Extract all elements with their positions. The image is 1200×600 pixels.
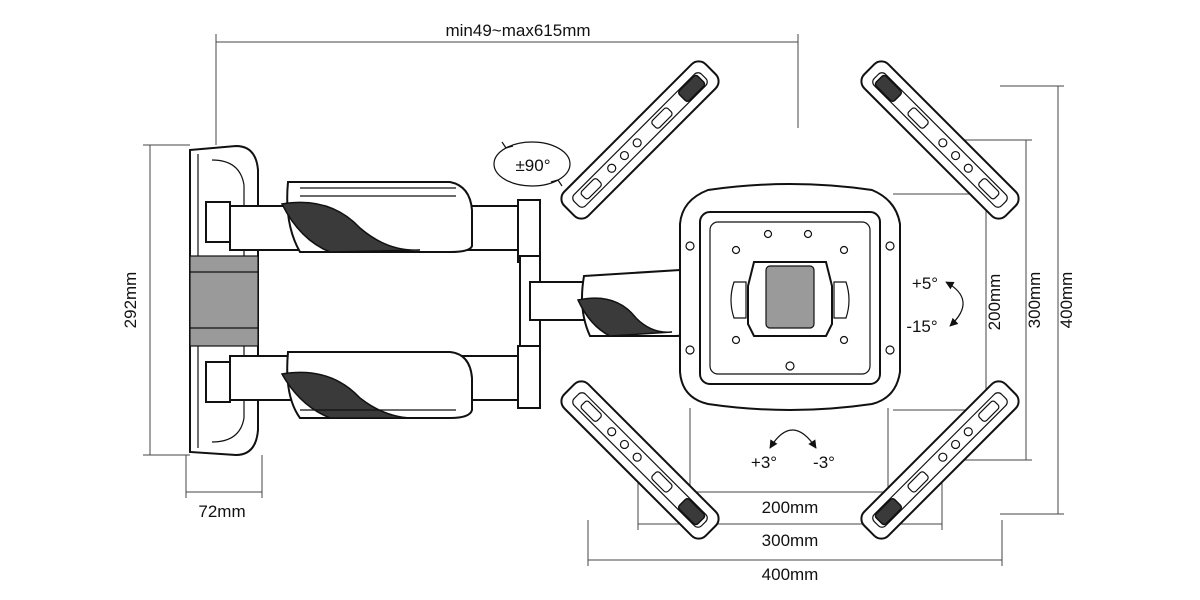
height-label: 292mm — [121, 272, 140, 329]
arm-extension-label: min49~max615mm — [445, 21, 590, 40]
vertical-200-label: 200mm — [985, 274, 1004, 331]
vesa-arm-bottom-right — [860, 380, 1020, 540]
upper-arm — [229, 181, 541, 263]
swivel-label: ±90° — [515, 156, 550, 175]
depth-label: 72mm — [198, 502, 245, 521]
vertical-300-label: 300mm — [1025, 272, 1044, 329]
level-plus-label: +3° — [751, 453, 777, 472]
horizontal-200-label: 200mm — [762, 498, 819, 517]
tilt-up-label: +5° — [912, 274, 938, 293]
vesa-arm-bottom-left — [560, 380, 720, 540]
wall-plate — [189, 144, 259, 457]
vesa-arm-top-right — [860, 60, 1020, 220]
vertical-400-label: 400mm — [1057, 272, 1076, 329]
swivel-rotation-indicator — [493, 141, 571, 187]
tv-plate — [679, 183, 901, 411]
tilt-rotation-indicator — [945, 281, 964, 327]
vesa-arm-top-left — [560, 60, 720, 220]
horizontal-400-label: 400mm — [762, 565, 819, 584]
lower-arm — [229, 345, 541, 419]
horizontal-300-label: 300mm — [762, 531, 819, 550]
tilt-down-label: -15° — [906, 317, 937, 336]
level-rotation-indicator — [769, 429, 817, 449]
level-minus-label: -3° — [813, 453, 835, 472]
